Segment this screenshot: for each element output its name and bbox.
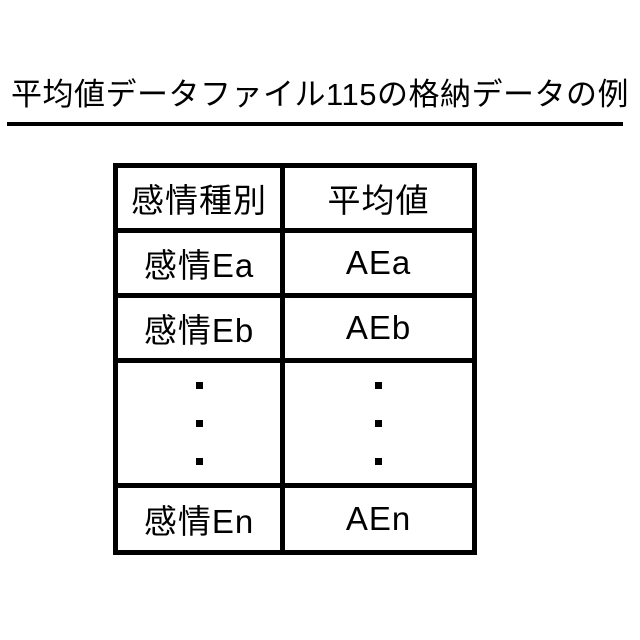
ellipsis-dot <box>375 381 382 389</box>
vertical-ellipsis <box>118 381 280 465</box>
average-value-table: 感情種別 平均値 感情Ea AEa 感情Eb AEb <box>113 163 477 555</box>
cell-average-value: AEb <box>280 293 477 363</box>
cell-average-value: AEa <box>280 228 477 298</box>
cell-ellipsis <box>113 358 285 488</box>
header-cell-average-value: 平均値 <box>280 163 477 233</box>
header-cell-emotion-type: 感情種別 <box>113 163 285 233</box>
ellipsis-dot <box>375 419 382 427</box>
table-header-row: 感情種別 平均値 <box>113 163 477 233</box>
page-title: 平均値データファイル115の格納データの例 <box>11 77 629 112</box>
cell-emotion-type: 感情En <box>113 483 285 555</box>
cell-emotion-type: 感情Eb <box>113 293 285 363</box>
cell-ellipsis <box>280 358 477 488</box>
ellipsis-dot <box>195 457 203 465</box>
table-row: 感情En AEn <box>113 483 477 555</box>
cell-average-value: AEn <box>280 483 477 555</box>
cell-emotion-type: 感情Ea <box>113 228 285 298</box>
table-row: 感情Ea AEa <box>113 228 477 298</box>
ellipsis-dot <box>375 457 382 465</box>
ellipsis-dot <box>195 419 203 427</box>
table-row: 感情Eb AEb <box>113 293 477 363</box>
table-ellipsis-row <box>113 358 477 488</box>
vertical-ellipsis <box>285 381 472 465</box>
ellipsis-dot <box>195 381 203 389</box>
title-underline <box>7 122 623 126</box>
